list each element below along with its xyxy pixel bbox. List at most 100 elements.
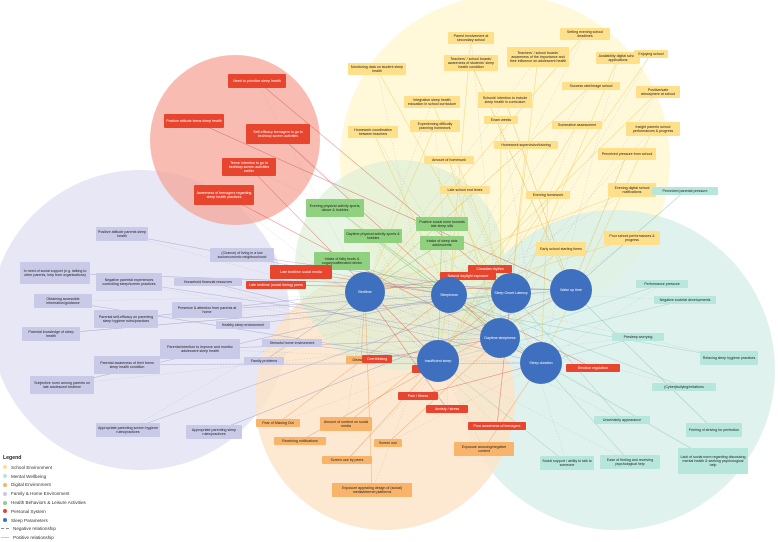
relationship-line — [256, 80, 366, 293]
school-factor-node: Homework supervision/tutoring — [494, 141, 558, 149]
family-factor-node: Parental intention to improve and monito… — [160, 339, 240, 359]
sleep-parameter-node: Insufficient sleep — [417, 340, 459, 382]
school-factor-node: Schools' intention to include sleep heal… — [478, 92, 532, 108]
digital-factor-node: Amount of content on social media — [320, 417, 372, 431]
school-factor-node: Homework coordination between teachers — [348, 126, 398, 138]
relationship-line — [291, 292, 512, 344]
relationship-line — [121, 233, 501, 339]
mental-factor-node: Lack of social norm regarding discussing… — [678, 448, 748, 474]
legend-color-dot — [3, 491, 7, 496]
legend-label: Digital Environment — [11, 482, 51, 488]
relationship-line — [437, 53, 652, 362]
relationship-line — [54, 272, 572, 291]
personal-factor-node: Late bedtime social media — [270, 265, 332, 279]
mental-factor-node: Performance pressure — [636, 280, 688, 288]
relationship-line — [448, 294, 685, 388]
sleep-parameter-node: Bedtime — [345, 272, 385, 312]
school-factor-node: Evening digital school notifications — [608, 183, 656, 197]
relationship-line — [213, 289, 572, 433]
personal-factor-node: Circadian rhythm — [468, 265, 512, 273]
personal-factor-node: Emotion regulation — [566, 364, 620, 372]
family-factor-node: Obtaining accessible information/guidanc… — [34, 294, 92, 308]
family-factor-node: Healthy sleep environment — [216, 321, 270, 329]
family-factor-node: Household financial resources — [174, 278, 242, 286]
relationship-line — [199, 337, 501, 350]
school-factor-node: Early school starting times — [536, 242, 586, 256]
school-factor-node: Perceived pressure from school — [598, 148, 656, 160]
relationship-line — [206, 309, 501, 339]
health-factor-node: Intake of sleep aids adolescents — [420, 236, 464, 250]
family-factor-node: Parental awareness of their teens sleep … — [94, 356, 160, 374]
legend-label: Sleep Parameters — [11, 517, 48, 523]
relationship-line — [448, 37, 472, 296]
relationship-line — [372, 235, 439, 362]
school-factor-node: Teachers' / school boards' awareness of … — [507, 47, 569, 67]
relationship-line — [431, 101, 512, 294]
relationship-line — [371, 294, 450, 491]
relationship-line — [127, 291, 366, 431]
relationship-line — [127, 292, 512, 431]
legend-color-dot — [3, 500, 7, 505]
relationship-line — [346, 360, 439, 461]
mental-factor-node: Relaxing sleep hygiene practices — [700, 351, 758, 365]
relationship-line — [437, 124, 578, 362]
family-factor-node: Presence & attention from parents at hom… — [172, 302, 242, 318]
legend-label: Positive relationship — [13, 535, 54, 541]
digital-factor-node: Exposure appealing design of (social) me… — [332, 483, 412, 497]
legend-label: School Environment — [11, 464, 53, 470]
relationship-line — [570, 289, 715, 431]
digital-factor-node: Screen use — [374, 439, 402, 447]
legend-color-dot — [3, 509, 7, 514]
relationship-line — [277, 133, 542, 364]
digital-factor-node: Receiving notifications — [274, 437, 326, 445]
school-factor-node: Insight parents school performances & pr… — [626, 122, 680, 136]
legend-label: Personal System — [11, 508, 46, 514]
legend-item: Family & Home Environment — [3, 489, 153, 498]
relationship-line — [540, 128, 654, 364]
digital-factor-node: Screen use by peers — [322, 456, 372, 464]
school-factor-node: Integration sleep health education in sc… — [404, 96, 460, 108]
personal-factor-node: Late bedtime (social timing) peers — [246, 281, 306, 289]
relationship-line — [126, 362, 542, 366]
relationship-line — [499, 283, 663, 339]
relationship-line — [570, 289, 715, 431]
family-factor-node: Parental knowledge of sleep health — [22, 327, 80, 341]
family-factor-node: Stressful home environment — [262, 339, 322, 347]
mental-factor-node: Presleep worrying — [612, 333, 664, 341]
relationship-line — [496, 292, 512, 427]
relationship-line — [510, 56, 539, 294]
relationship-line — [510, 292, 686, 301]
legend-title: Legend — [3, 455, 22, 461]
relationship-line — [299, 289, 572, 442]
legend-label: Negative relationship — [13, 526, 56, 532]
legend-label: Health Behaviors & Leisure Activities — [11, 500, 86, 506]
legend-relation-item: Positive relationship — [1, 533, 153, 542]
relationship-line — [570, 153, 628, 291]
legend-line-sample — [1, 528, 9, 530]
family-factor-node: Family problems — [244, 357, 284, 365]
digital-factor-node: Exposure arousing/negative content — [454, 442, 514, 456]
relationship-line — [125, 291, 366, 320]
school-factor-node: Success rate/image school — [562, 82, 620, 90]
relationship-line — [364, 189, 633, 293]
sleep-parameter-node: Sleep duration — [520, 342, 562, 384]
relationship-line — [434, 125, 450, 296]
personal-factor-node: Poor awareness of teenagers — [468, 422, 526, 430]
legend-line-sample — [1, 537, 9, 539]
relationship-line — [448, 85, 592, 296]
relationship-line — [437, 360, 631, 463]
school-factor-node: Setting evening school deadlines — [560, 28, 610, 40]
family-factor-node: Negative parental experiences controllin… — [96, 273, 162, 291]
relationship-line — [510, 124, 578, 294]
personal-factor-node: Pain / Illness — [398, 392, 438, 400]
family-factor-node: Positive attitude parents sleep health — [96, 227, 148, 241]
school-factor-node: Poor school performances & progress — [604, 231, 660, 245]
relationship-line — [510, 292, 623, 421]
school-factor-node: Parent involvement at secondary school — [448, 32, 494, 44]
mental-factor-node: Uncertainty appearance — [594, 416, 650, 424]
relationship-line — [364, 248, 562, 293]
relationship-line — [242, 291, 366, 326]
relationship-line — [376, 358, 542, 364]
